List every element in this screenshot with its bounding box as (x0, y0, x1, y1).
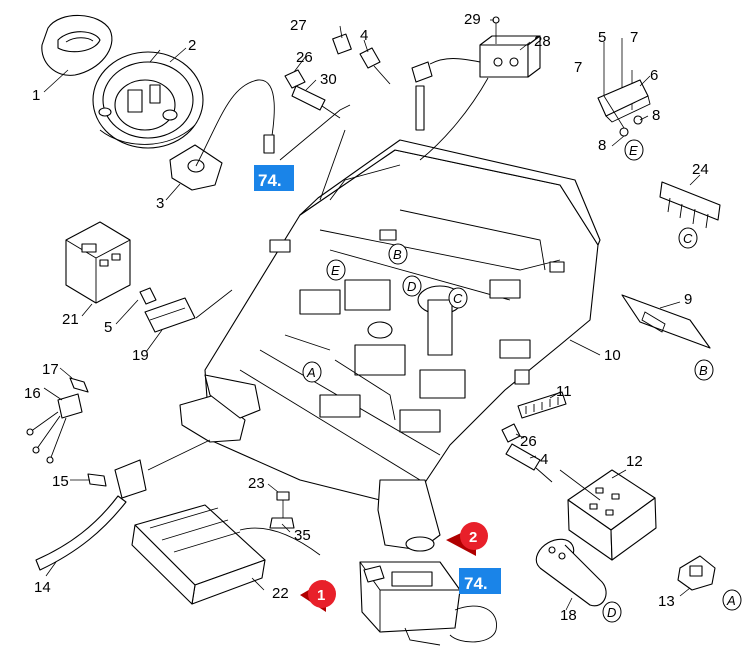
sensor-parts-mid-right (501, 423, 553, 483)
link-badge-bottom[interactable]: 74. (459, 568, 501, 594)
nav-marker-2[interactable]: 2 (446, 522, 488, 556)
callout-4-mid: 4 (540, 451, 548, 468)
callout-1: 1 (32, 87, 40, 104)
callout-10: 10 (604, 347, 621, 364)
callout-15: 15 (52, 473, 69, 490)
callout-6: 6 (650, 67, 658, 84)
thermostat-parts-left (26, 377, 89, 464)
motor-housing-part (92, 51, 204, 149)
switch-plate-part (169, 79, 275, 191)
link-badge-top-label: 74. (258, 171, 282, 190)
svg-text:D: D (407, 279, 416, 294)
callout-12: 12 (626, 453, 643, 470)
callout-2: 2 (188, 37, 196, 54)
blade-part (621, 294, 711, 349)
rocker-switch-part (677, 555, 716, 591)
nav-marker-2-label: 2 (469, 529, 477, 546)
callout-5-left: 5 (104, 319, 112, 336)
callout-11: 11 (556, 383, 572, 400)
callout-29: 29 (464, 11, 481, 28)
connector-C-strip: C (678, 227, 698, 249)
connector-D-chassis: D (402, 275, 422, 297)
control-box-part (359, 561, 497, 646)
callout-labels: 1 2 3 4 4 5 5 6 7 7 8 8 9 10 11 12 13 14… (24, 11, 709, 624)
svg-text:A: A (726, 593, 736, 608)
callout-7-left: 7 (574, 59, 582, 76)
callout-28: 28 (534, 33, 551, 50)
connector-C-chassis: C (448, 287, 468, 309)
callout-35: 35 (294, 527, 311, 544)
link-badge-bottom-label: 74. (464, 574, 488, 593)
callout-16: 16 (24, 385, 41, 402)
leader-lines (43, 19, 701, 611)
power-cord-parts (35, 439, 211, 571)
relay-block-part (559, 469, 657, 561)
connector-B-chassis: B (388, 243, 408, 265)
callout-26-mid: 26 (520, 433, 537, 450)
link-badge-top[interactable]: 74. (254, 165, 294, 191)
svg-text:C: C (453, 291, 463, 306)
callout-27: 27 (290, 17, 307, 34)
connector-letters: A A B B C C D D (302, 139, 742, 623)
callout-5-top: 5 (598, 29, 606, 46)
transformer-parts-top (411, 16, 541, 161)
svg-text:B: B (393, 247, 402, 262)
svg-text:D: D (607, 605, 616, 620)
relay-parts-left (65, 221, 233, 333)
callout-17: 17 (42, 361, 59, 378)
callout-24: 24 (692, 161, 709, 178)
callout-9: 9 (684, 291, 692, 308)
screw-parts-bottom (269, 491, 295, 529)
capacitor-block-part (131, 504, 321, 605)
callout-14: 14 (34, 579, 51, 596)
callout-8-left: 8 (598, 137, 606, 154)
svg-text:B: B (699, 363, 708, 378)
nav-marker-1-label: 1 (317, 587, 325, 604)
connector-E-chassis: E (326, 259, 346, 281)
callout-18: 18 (560, 607, 577, 624)
connector-A-right: A (722, 589, 742, 611)
callout-23: 23 (248, 475, 265, 492)
svg-text:C: C (683, 231, 693, 246)
callout-13: 13 (658, 593, 675, 610)
capacitor-can-part (535, 538, 607, 607)
svg-text:A: A (306, 365, 316, 380)
nav-marker-1[interactable]: 1 (300, 580, 336, 612)
connector-A-left: A (302, 361, 322, 383)
callout-21: 21 (62, 311, 79, 328)
connector-E-bracket: E (624, 139, 644, 161)
sensor-parts-top (279, 33, 391, 201)
terminal-strip-part (517, 391, 567, 419)
callout-30: 30 (320, 71, 337, 88)
callout-7-right: 7 (630, 29, 638, 46)
svg-text:E: E (331, 263, 340, 278)
callout-26-top: 26 (296, 49, 313, 66)
callout-3: 3 (156, 195, 164, 212)
svg-text:E: E (629, 143, 638, 158)
callout-8-right: 8 (652, 107, 660, 124)
knob-part (41, 14, 113, 76)
chassis-frame (179, 139, 601, 552)
callout-4-top: 4 (360, 27, 368, 44)
bracket-parts-top-right (597, 38, 651, 137)
connector-D-capacitor: D (602, 601, 622, 623)
callout-22: 22 (272, 585, 289, 602)
callout-19: 19 (132, 347, 149, 364)
connector-B-blade: B (694, 359, 714, 381)
part-24-strip (659, 181, 721, 229)
